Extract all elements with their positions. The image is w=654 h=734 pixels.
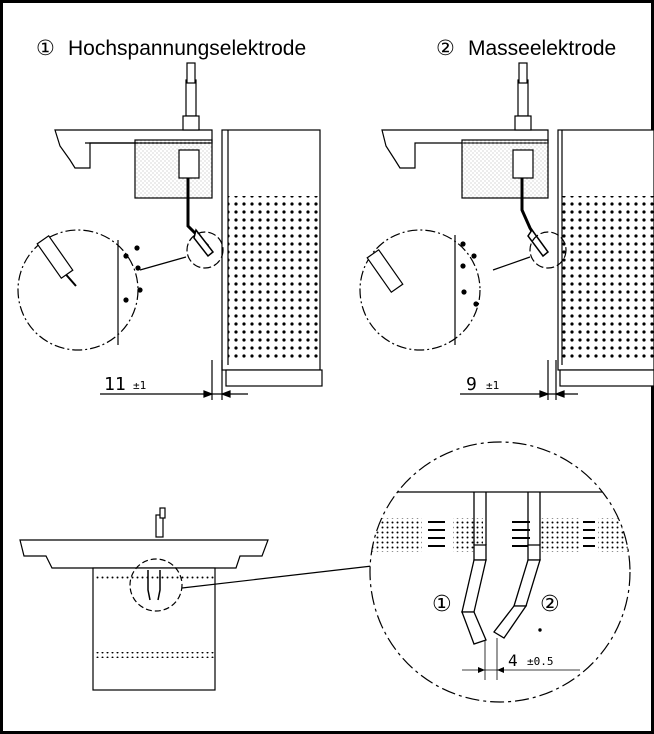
gap-detail-view xyxy=(369,441,631,703)
electrode-1-label: ① xyxy=(432,592,452,617)
right-small-circle xyxy=(529,231,567,269)
right-title: ② Masseelektrode xyxy=(436,37,616,60)
left-small-circle xyxy=(186,231,224,269)
gap-dimension-value: 4 xyxy=(508,651,518,670)
electrode-2 xyxy=(493,492,541,639)
electrode-1 xyxy=(461,492,487,645)
electrode-2-label: ② xyxy=(540,592,560,617)
right-title-text: Masseelektrode xyxy=(468,37,616,60)
right-dimension-tolerance: ±1 xyxy=(486,379,499,392)
left-burner-section xyxy=(17,62,323,400)
right-insulation xyxy=(461,139,549,199)
left-insulation xyxy=(134,139,213,199)
left-dimension-tolerance: ±1 xyxy=(133,379,146,392)
burner-overview xyxy=(19,507,373,691)
left-title: ① Hochspannungselektrode xyxy=(36,37,306,60)
right-burner-section xyxy=(359,62,654,400)
overview-detail-circle xyxy=(129,558,183,612)
left-perforation xyxy=(228,196,320,361)
right-title-marker: ② xyxy=(436,37,455,60)
left-title-text: Hochspannungselektrode xyxy=(68,37,306,60)
right-dimension-value: 9 xyxy=(466,374,477,395)
right-detail-circle xyxy=(359,229,481,351)
left-dimension-value: 11 xyxy=(104,374,126,395)
left-detail-circle xyxy=(17,229,139,351)
overview-flame-tube xyxy=(92,567,216,691)
left-title-marker: ① xyxy=(36,37,55,60)
gap-dimension-tolerance: ±0.5 xyxy=(527,655,554,668)
right-perforation xyxy=(562,196,654,361)
